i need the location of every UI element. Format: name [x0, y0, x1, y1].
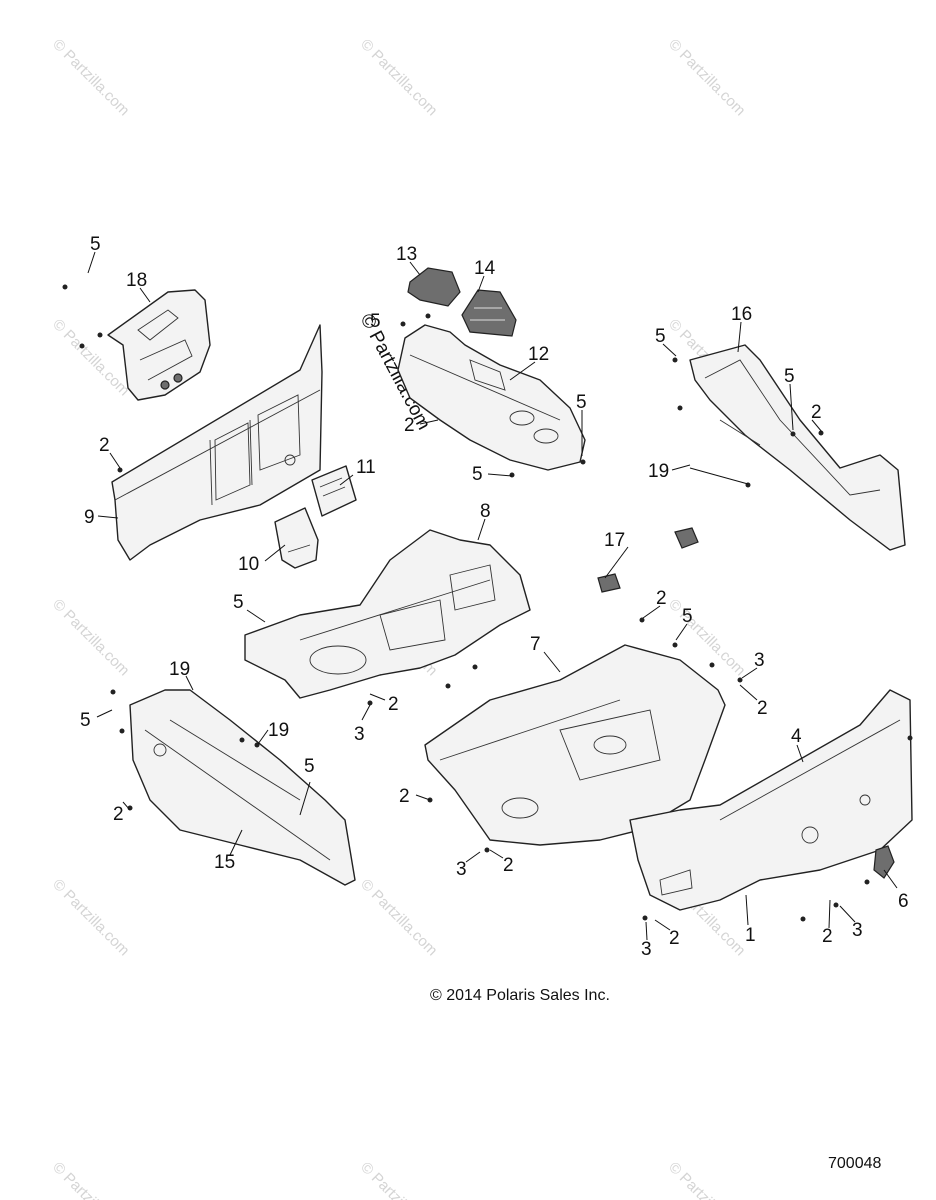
callout-2: 2	[399, 786, 410, 807]
drawing-number: 700048	[828, 1155, 881, 1172]
callout-3: 3	[641, 939, 652, 960]
part-14-shift-boot	[461, 289, 517, 337]
callout-6: 6	[898, 891, 909, 912]
fastener	[484, 847, 490, 853]
fastener	[117, 467, 123, 473]
watermark: © Partzilla.com	[49, 596, 132, 679]
fastener	[672, 357, 678, 363]
fastener	[800, 916, 806, 922]
callout-8: 8	[480, 501, 491, 522]
callout-2: 2	[404, 415, 415, 436]
watermark: © Partzilla.com	[49, 36, 132, 119]
callout-19: 19	[268, 720, 289, 741]
fastener	[367, 700, 373, 706]
callout-7: 7	[530, 634, 541, 655]
fastener	[709, 662, 715, 668]
callout-12: 12	[528, 344, 549, 365]
callout-1: 1	[745, 925, 756, 946]
callout-3: 3	[852, 920, 863, 941]
fastener	[425, 313, 431, 319]
callout-5: 5	[655, 326, 666, 347]
callout-19: 19	[648, 461, 669, 482]
part-6-bumper	[873, 845, 895, 879]
part-10-pocket	[274, 507, 319, 569]
leader-lines	[87, 251, 898, 941]
watermark: © Partzilla.com	[357, 876, 440, 959]
watermark: © Partzilla.com	[357, 36, 440, 119]
callout-13: 13	[396, 244, 417, 265]
callout-5: 5	[304, 756, 315, 777]
fastener	[672, 642, 678, 648]
fastener	[642, 915, 648, 921]
callout-2: 2	[503, 855, 514, 876]
callout-5: 5	[233, 592, 244, 613]
part-8-floor-upper	[244, 529, 531, 699]
callout-5: 5	[370, 311, 381, 332]
fastener	[239, 737, 245, 743]
callout-5: 5	[472, 464, 483, 485]
part-12-console	[397, 324, 586, 471]
watermark: © Partzilla.com	[49, 1159, 132, 1200]
fastener	[509, 472, 515, 478]
callout-18: 18	[126, 270, 147, 291]
callout-15: 15	[214, 852, 235, 873]
part-18-dash-cover	[107, 289, 211, 401]
callout-14: 14	[474, 258, 496, 279]
watermark: © Partzilla.com	[665, 1159, 748, 1200]
fastener	[790, 431, 796, 437]
fastener	[62, 284, 68, 290]
part-7-floor-main	[424, 644, 726, 846]
part-17-switch	[597, 527, 699, 593]
part-13-boot	[407, 267, 461, 307]
callout-5: 5	[80, 710, 91, 731]
callout-2: 2	[656, 588, 667, 609]
fastener	[445, 683, 451, 689]
fastener	[864, 879, 870, 885]
callouts: 5 18 13 14 5 12 16 5 5 2 2 5 5 19 2 9 11…	[80, 234, 909, 960]
part-11-label-panel	[311, 465, 357, 517]
watermark: © Partzilla.com	[357, 1159, 440, 1200]
fasteners	[62, 284, 913, 922]
fastener	[737, 677, 743, 683]
fastener	[119, 728, 125, 734]
fastener	[97, 332, 103, 338]
callout-2: 2	[822, 926, 833, 947]
callout-10: 10	[238, 554, 259, 575]
callout-2: 2	[99, 435, 110, 456]
callout-5: 5	[576, 392, 587, 413]
watermark: © Partzilla.com	[49, 876, 132, 959]
part-15-left-side-panel	[129, 689, 356, 886]
callout-3: 3	[354, 724, 365, 745]
part-16-right-side-panel	[689, 344, 906, 551]
fastener	[79, 343, 85, 349]
callout-19: 19	[169, 659, 190, 680]
callout-2: 2	[811, 402, 822, 423]
callout-2: 2	[388, 694, 399, 715]
fastener	[677, 405, 683, 411]
callout-9: 9	[84, 507, 95, 528]
fastener	[400, 321, 406, 327]
callout-17: 17	[604, 530, 625, 551]
callout-2: 2	[669, 928, 680, 949]
callout-5: 5	[90, 234, 101, 255]
callout-3: 3	[456, 859, 467, 880]
fastener	[580, 459, 586, 465]
fastener	[639, 617, 645, 623]
fastener	[833, 902, 839, 908]
callout-16: 16	[731, 304, 752, 325]
callout-2: 2	[757, 698, 768, 719]
callout-11: 11	[356, 457, 376, 478]
callout-4: 4	[791, 726, 802, 747]
callout-5: 5	[784, 366, 795, 387]
callout-2: 2	[113, 804, 124, 825]
callout-5: 5	[682, 606, 693, 627]
fastener	[110, 689, 116, 695]
callout-3: 3	[754, 650, 765, 671]
watermark: © Partzilla.com	[665, 36, 748, 119]
copyright-notice: © 2014 Polaris Sales Inc.	[430, 987, 610, 1004]
fastener	[472, 664, 478, 670]
part-9-dash	[111, 324, 323, 561]
fastener	[907, 735, 913, 741]
